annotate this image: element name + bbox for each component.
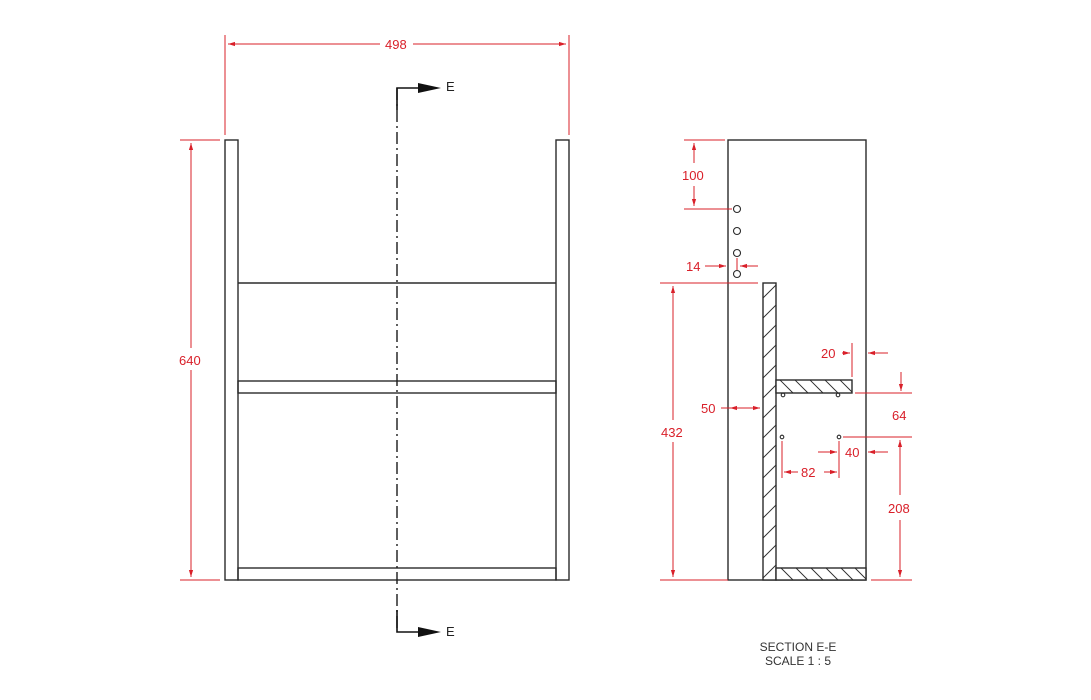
svg-text:100: 100 bbox=[682, 168, 704, 183]
front-elevation-view: E E 498 640 bbox=[179, 35, 570, 639]
section-e-e-view: 100 14 432 50 20 bbox=[660, 139, 912, 668]
svg-text:208: 208 bbox=[888, 501, 910, 516]
dimension-100: 100 bbox=[682, 139, 732, 210]
shelf-pin-hole bbox=[732, 248, 742, 258]
svg-text:50: 50 bbox=[701, 401, 715, 416]
section-scale: SCALE 1 : 5 bbox=[765, 654, 831, 668]
dimension-208: 208 bbox=[871, 440, 912, 581]
dimension-498: 498 bbox=[385, 37, 407, 52]
dimension-20: 20 bbox=[821, 343, 888, 377]
side-panel-outline bbox=[727, 139, 867, 581]
dimension-14: 14 bbox=[686, 258, 758, 274]
section-title: SECTION E-E bbox=[760, 640, 837, 654]
shelf-pin-hole bbox=[732, 226, 742, 236]
bottom-panel-section bbox=[775, 567, 867, 581]
dimension-40: 40 bbox=[818, 445, 888, 460]
dimension-82: 82 bbox=[781, 441, 840, 480]
left-side-panel bbox=[224, 139, 239, 581]
shelf-pin-hole bbox=[732, 269, 742, 279]
svg-text:20: 20 bbox=[821, 346, 835, 361]
dimension-50: 50 bbox=[701, 401, 760, 416]
dimension-width: 498 bbox=[224, 35, 570, 135]
svg-text:82: 82 bbox=[801, 465, 815, 480]
svg-text:14: 14 bbox=[686, 259, 700, 274]
dimension-640: 640 bbox=[179, 353, 201, 368]
dimension-64: 64 bbox=[843, 372, 912, 438]
right-side-panel bbox=[555, 139, 570, 581]
lower-pin-hole bbox=[779, 434, 785, 440]
section-marker-bottom: E bbox=[396, 610, 455, 639]
section-label-bottom: E bbox=[446, 624, 455, 639]
svg-text:40: 40 bbox=[845, 445, 859, 460]
dimension-height: 640 bbox=[179, 139, 220, 581]
shelf-section bbox=[775, 379, 853, 398]
section-marker-top: E bbox=[396, 79, 455, 110]
shelf-pin-hole bbox=[732, 204, 742, 214]
section-label-top: E bbox=[446, 79, 455, 94]
dimension-432: 432 bbox=[660, 282, 758, 581]
svg-text:64: 64 bbox=[892, 408, 906, 423]
svg-text:432: 432 bbox=[661, 425, 683, 440]
back-panel-section bbox=[762, 282, 777, 581]
lower-pin-hole bbox=[836, 434, 842, 440]
